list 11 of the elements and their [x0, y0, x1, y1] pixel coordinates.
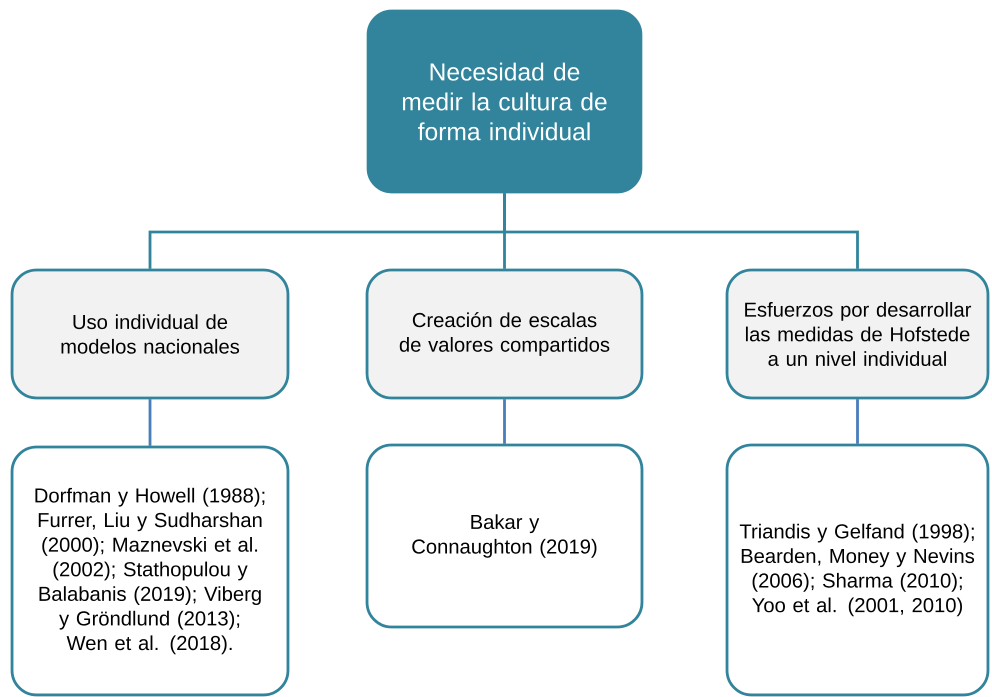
reference-box: Bakar y Connaughton (2019) [366, 444, 644, 628]
reference-box: Triandis y Gelfand (1998); Bearden, Money y Nevins (2006); Sharma (2010); Yoo et al. (2001, 2010) [726, 444, 990, 696]
connector-line [856, 399, 859, 444]
reference-box: Dorfman y Howell (1988); Furrer, Liu y Sudharshan (2000); Maznevski et al. (2002); Stathopulou y Balabanis (2019); Viberg y Gröndlund (2013); Wen et al. (2018). [10, 446, 290, 696]
category-box: Uso individual de modelos nacionales [10, 268, 290, 400]
category-box: Esfuerzos por desarrollar las medidas de Hofstede a un nivel individual [726, 268, 990, 400]
connector-line [148, 399, 152, 446]
category-box: Creación de escalas de valores compartidos [366, 268, 644, 400]
topic-box: Necesidad de medir la cultura de forma individual [366, 10, 642, 194]
connector-line [503, 193, 859, 269]
connector-line [503, 399, 506, 444]
